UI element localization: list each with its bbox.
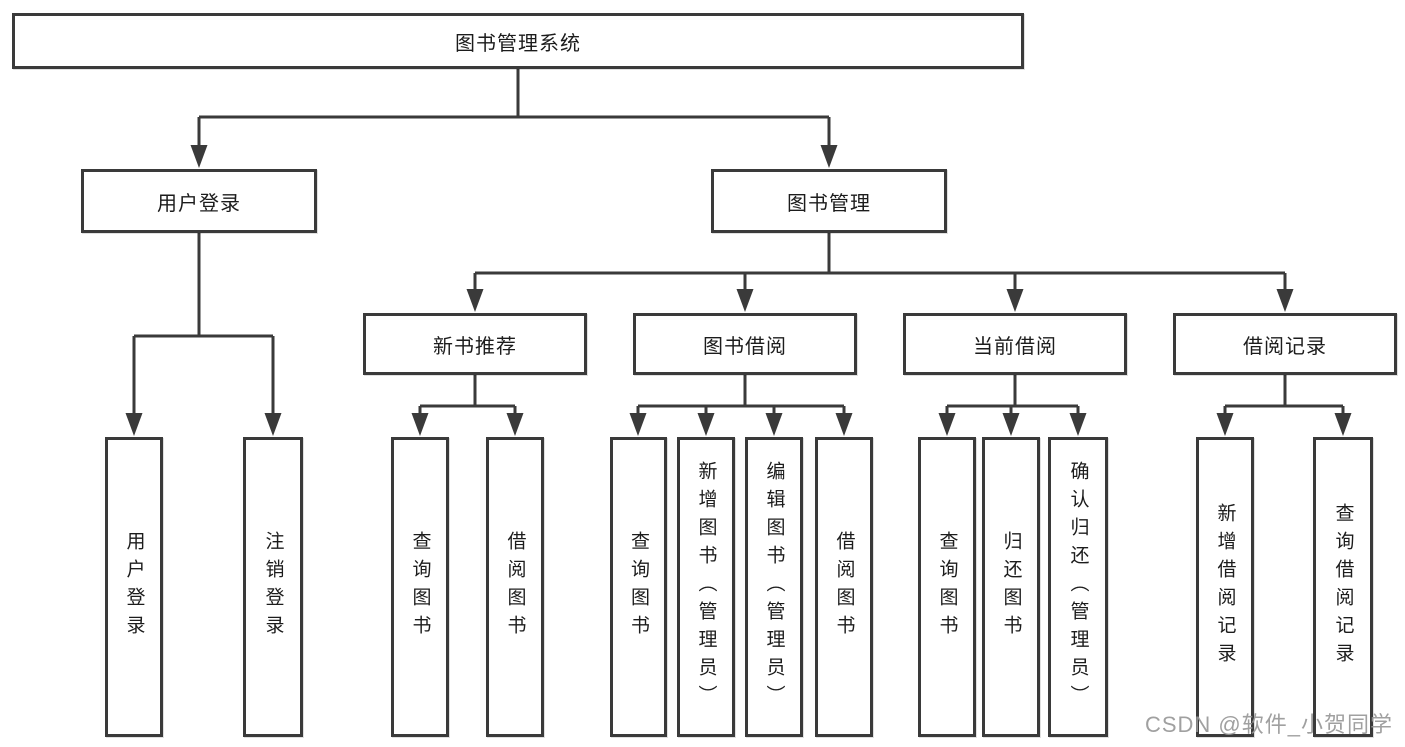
leaf-bb-borrow-books: 借阅图书 xyxy=(815,437,873,737)
leaf-logout: 注销登录 xyxy=(243,437,303,737)
node-user-login-label: 用户登录 xyxy=(157,192,241,215)
node-new-book-recommend: 新书推荐 xyxy=(363,313,587,375)
node-book-borrow-label: 图书借阅 xyxy=(703,335,787,358)
leaf-br-query-record-label: 查询借阅记录 xyxy=(1332,503,1354,671)
leaf-cb-confirm-return-admin: 确认归还（管理员） xyxy=(1048,437,1108,737)
leaf-br-add-record: 新增借阅记录 xyxy=(1196,437,1254,737)
leaf-user-login-label: 用户登录 xyxy=(123,531,145,643)
leaf-logout-label: 注销登录 xyxy=(262,531,284,643)
leaf-bb-edit-books-admin-label: 编辑图书（管理员） xyxy=(763,461,785,713)
node-current-borrow: 当前借阅 xyxy=(903,313,1127,375)
leaf-bb-query-books: 查询图书 xyxy=(610,437,667,737)
node-user-login: 用户登录 xyxy=(81,169,317,233)
node-book-borrow: 图书借阅 xyxy=(633,313,857,375)
leaf-nbr-borrow-books: 借阅图书 xyxy=(486,437,544,737)
node-book-management-label: 图书管理 xyxy=(787,192,871,215)
leaf-bb-edit-books-admin: 编辑图书（管理员） xyxy=(745,437,803,737)
leaf-bb-add-books-admin: 新增图书（管理员） xyxy=(677,437,735,737)
leaf-br-add-record-label: 新增借阅记录 xyxy=(1214,503,1236,671)
leaf-cb-query-books-label: 查询图书 xyxy=(936,531,958,643)
leaf-nbr-borrow-books-label: 借阅图书 xyxy=(504,531,526,643)
leaf-bb-add-books-admin-label: 新增图书（管理员） xyxy=(695,461,717,713)
leaf-bb-query-books-label: 查询图书 xyxy=(628,531,649,643)
node-root: 图书管理系统 xyxy=(12,13,1024,69)
leaf-br-query-record: 查询借阅记录 xyxy=(1313,437,1373,737)
node-current-borrow-label: 当前借阅 xyxy=(973,335,1057,358)
leaf-cb-return-books-label: 归还图书 xyxy=(1000,531,1022,643)
leaf-cb-return-books: 归还图书 xyxy=(982,437,1040,737)
leaf-nbr-query-books: 查询图书 xyxy=(391,437,449,737)
node-new-book-recommend-label: 新书推荐 xyxy=(433,335,517,358)
leaf-user-login: 用户登录 xyxy=(105,437,163,737)
node-root-label: 图书管理系统 xyxy=(455,32,581,55)
csdn-watermark: CSDN @软件_小贺同学 xyxy=(1144,712,1393,737)
node-book-management: 图书管理 xyxy=(711,169,947,233)
leaf-nbr-query-books-label: 查询图书 xyxy=(409,531,431,643)
node-borrow-records-label: 借阅记录 xyxy=(1243,335,1327,358)
leaf-cb-confirm-return-admin-label: 确认归还（管理员） xyxy=(1067,461,1089,713)
node-borrow-records: 借阅记录 xyxy=(1173,313,1397,375)
leaf-cb-query-books: 查询图书 xyxy=(918,437,976,737)
leaf-bb-borrow-books-label: 借阅图书 xyxy=(833,531,855,643)
